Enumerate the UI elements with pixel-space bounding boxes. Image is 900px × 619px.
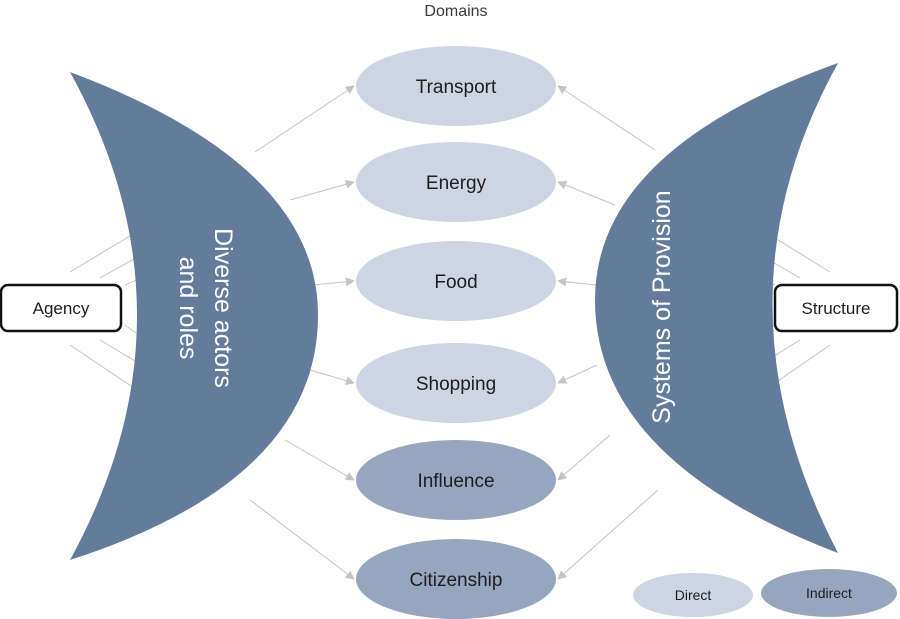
legend-direct-swatch: [633, 573, 753, 617]
arrow-left-to-domain-3: [312, 277, 355, 287]
domain-label: Food: [434, 272, 477, 293]
structure-label: Structure: [802, 299, 871, 318]
domain-label: Influence: [417, 471, 494, 492]
agency-link-1: [69, 229, 141, 273]
domain-ellipses: TransportEnergyFoodShoppingInfluenceCiti…: [356, 46, 556, 619]
domain-ellipse: [356, 539, 556, 619]
domain-label: Energy: [426, 173, 487, 194]
agency-label: Agency: [33, 299, 90, 318]
arrow-right-to-domain-4: [557, 364, 598, 384]
agency-box: [0, 283, 123, 333]
legend-direct-label: Direct: [675, 587, 712, 603]
left-crescent: [70, 72, 318, 560]
left-crescent-label-line2: and roles: [174, 257, 202, 360]
arrow-left-to-domain-1: [254, 85, 355, 153]
domain-transport: Transport: [356, 46, 556, 126]
arrow-left-to-domain-2: [289, 179, 355, 201]
legend-indirect-swatch: [761, 569, 897, 617]
right-crescent-label: Systems of Provision: [648, 190, 676, 423]
arrow-right-to-domain-6: [557, 489, 659, 580]
legend: Direct Indirect: [633, 569, 897, 617]
diagram-title: Domains: [424, 3, 487, 20]
domain-citizenship: Citizenship: [356, 539, 556, 619]
arrow-right-to-domain-3: [557, 277, 598, 287]
domain-shopping: Shopping: [356, 343, 556, 423]
domain-ellipse: [356, 440, 556, 520]
domain-ellipse: [356, 343, 556, 423]
domain-label: Shopping: [416, 374, 496, 395]
left-crescent-label-line1: Diverse actors: [209, 228, 237, 388]
structure-box: [773, 283, 899, 333]
arrow-right-to-domain-5: [557, 434, 611, 481]
arrow-left-to-domain-6: [249, 499, 355, 580]
domain-influence: Influence: [356, 440, 556, 520]
arrow-right-to-domain-1: [557, 85, 656, 151]
domain-food: Food: [356, 241, 556, 321]
domain-ellipse: [356, 46, 556, 126]
arrow-left-to-domain-5: [284, 439, 355, 481]
domain-label: Citizenship: [410, 570, 503, 591]
agency-link-6: [69, 344, 141, 393]
arrow-right-to-domain-2: [557, 180, 616, 206]
right-crescent: [595, 63, 838, 553]
arrow-left-to-domain-4: [309, 369, 355, 386]
domain-ellipse: [356, 241, 556, 321]
domain-ellipse: [356, 142, 556, 222]
domain-label: Transport: [416, 77, 497, 98]
legend-indirect-label: Indirect: [806, 585, 852, 601]
domain-energy: Energy: [356, 142, 556, 222]
